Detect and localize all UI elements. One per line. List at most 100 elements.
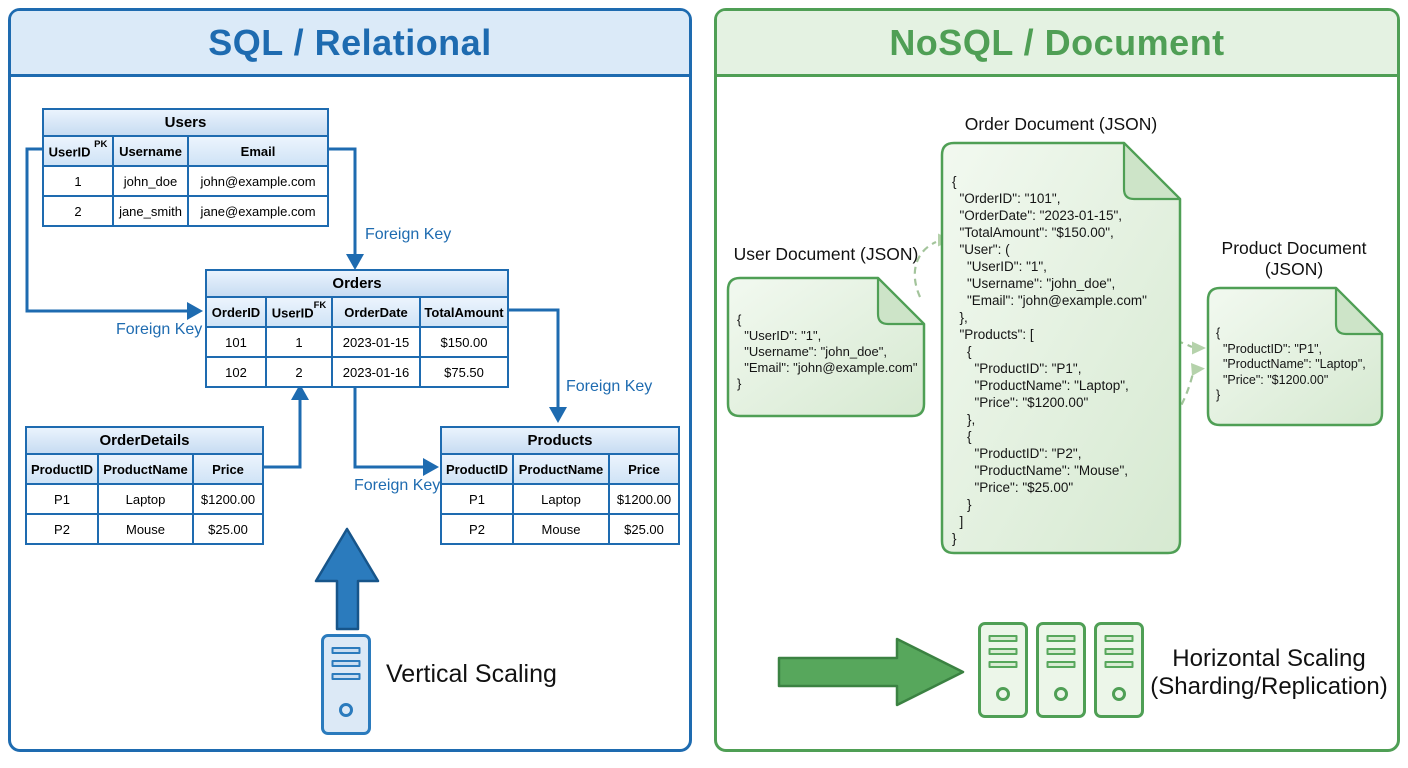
server-bar bbox=[1104, 648, 1134, 655]
table-cell: 2023-01-16 bbox=[331, 356, 421, 388]
document-title: Order Document (JSON) bbox=[964, 114, 1158, 134]
server-bar bbox=[988, 661, 1018, 668]
document-shape-product-doc bbox=[1206, 286, 1384, 427]
server-bar bbox=[1104, 661, 1134, 668]
folded-corner-icon bbox=[1122, 141, 1182, 201]
table-cell: P2 bbox=[440, 513, 514, 545]
table-cell: john_doe bbox=[112, 165, 189, 197]
server-led-icon bbox=[1054, 687, 1068, 701]
server-bar bbox=[1046, 661, 1076, 668]
document-json-text: { "OrderID": "101", "OrderDate": "2023-0… bbox=[952, 174, 1147, 546]
column-header: Username bbox=[112, 135, 189, 167]
column-header: TotalAmount bbox=[418, 296, 510, 328]
sql-panel-title: SQL / Relational bbox=[208, 21, 492, 63]
column-header: UserIDFK bbox=[265, 296, 333, 328]
document-json-text: { "UserID": "1", "Username": "john_doe",… bbox=[737, 312, 918, 391]
column-header: Price bbox=[191, 453, 265, 485]
table-cell: $150.00 bbox=[418, 326, 510, 358]
document-title: Product Document (JSON) bbox=[1221, 238, 1367, 279]
table-cell: $25.00 bbox=[191, 513, 265, 545]
table-cell: Laptop bbox=[512, 483, 610, 515]
document-shape-user-doc bbox=[726, 276, 926, 418]
column-header: ProductName bbox=[512, 453, 610, 485]
server-bar bbox=[988, 648, 1018, 655]
folded-corner-icon bbox=[876, 276, 926, 326]
key-badge: PK bbox=[94, 138, 108, 150]
table-title: Orders bbox=[204, 269, 510, 298]
table-cell: P1 bbox=[440, 483, 514, 515]
nosql-panel-header: NoSQL / Document bbox=[717, 11, 1397, 77]
vertical-scaling-label: Vertical Scaling bbox=[386, 660, 557, 688]
foreign-key-label: Foreign Key bbox=[354, 477, 441, 494]
horizontal-scaling-label: Horizontal Scaling (Sharding/Replication… bbox=[1144, 645, 1394, 701]
key-badge: FK bbox=[313, 299, 327, 311]
folded-corner-icon bbox=[1334, 286, 1384, 336]
table-cell: P2 bbox=[25, 513, 99, 545]
column-header: OrderDate bbox=[331, 296, 421, 328]
server-icon bbox=[978, 622, 1028, 718]
column-header: ProductID bbox=[25, 453, 99, 485]
nosql-panel-title: NoSQL / Document bbox=[889, 21, 1225, 63]
horizontal-scaling-label-line1: Horizontal Scaling bbox=[1172, 645, 1366, 672]
table-cell: 1 bbox=[265, 326, 333, 358]
column-header: ProductID bbox=[440, 453, 514, 485]
server-bar bbox=[988, 635, 1018, 642]
foreign-key-label: Foreign Key bbox=[566, 378, 653, 395]
document-title: User Document (JSON) bbox=[733, 244, 919, 264]
table-cell: P1 bbox=[25, 483, 99, 515]
table-cell: jane_smith bbox=[112, 195, 189, 227]
horizontal-scaling-label-line2: (Sharding/Replication) bbox=[1150, 673, 1388, 700]
foreign-key-label: Foreign Key bbox=[116, 321, 203, 338]
table-title: Users bbox=[41, 108, 330, 137]
table-title: OrderDetails bbox=[24, 426, 265, 455]
document-json-text: { "ProductID": "P1", "ProductName": "Lap… bbox=[1216, 326, 1366, 402]
table-cell: 2 bbox=[265, 356, 333, 388]
table-cell: Mouse bbox=[97, 513, 194, 545]
column-header: OrderID bbox=[205, 296, 267, 328]
table-cell: $75.50 bbox=[418, 356, 510, 388]
server-bar bbox=[1046, 648, 1076, 655]
foreign-key-label: Foreign Key bbox=[365, 226, 452, 243]
sql-panel-header: SQL / Relational bbox=[11, 11, 689, 77]
table-cell: 1 bbox=[42, 165, 114, 197]
server-bar bbox=[331, 647, 361, 654]
table-cell: Laptop bbox=[97, 483, 194, 515]
table-cell: $1200.00 bbox=[607, 483, 681, 515]
table-cell: 101 bbox=[205, 326, 267, 358]
server-icon bbox=[1094, 622, 1144, 718]
server-led-icon bbox=[1112, 687, 1126, 701]
server-icon bbox=[1036, 622, 1086, 718]
column-header: UserID PK bbox=[42, 135, 114, 167]
server-led-icon bbox=[996, 687, 1010, 701]
table-cell: $1200.00 bbox=[191, 483, 265, 515]
table-cell: Mouse bbox=[512, 513, 610, 545]
column-header: Price bbox=[607, 453, 681, 485]
table-title: Products bbox=[439, 426, 681, 455]
server-bar bbox=[331, 673, 361, 680]
column-header: ProductName bbox=[97, 453, 194, 485]
table-cell: jane@example.com bbox=[186, 195, 330, 227]
table-cell: 2 bbox=[42, 195, 114, 227]
table-cell: $25.00 bbox=[607, 513, 681, 545]
table-cell: john@example.com bbox=[186, 165, 330, 197]
server-bar bbox=[1046, 635, 1076, 642]
table-cell: 2023-01-15 bbox=[331, 326, 421, 358]
document-shape-order-doc bbox=[940, 141, 1182, 555]
server-led-icon bbox=[339, 703, 353, 717]
server-bar bbox=[1104, 635, 1134, 642]
server-bar bbox=[331, 660, 361, 667]
column-header: Email bbox=[186, 135, 330, 167]
